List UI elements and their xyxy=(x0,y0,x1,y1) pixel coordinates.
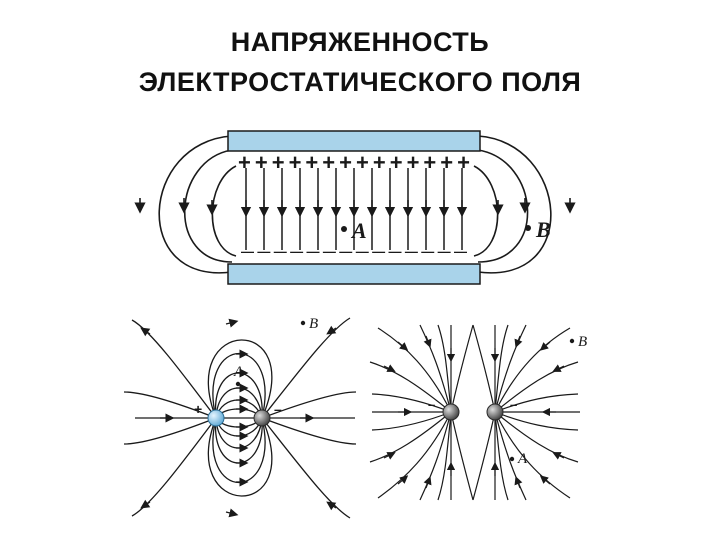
dipole-point-b-label: B xyxy=(309,316,318,332)
title-line-2: ЭЛЕКТРОСТАТИЧЕСКОГО ПОЛЯ xyxy=(138,67,582,97)
dipole-negative-charge xyxy=(253,409,271,427)
like-charges-arrows xyxy=(383,335,565,489)
dipole-positive-charge xyxy=(207,409,225,427)
title-line-1: НАПРЯЖЕННОСТЬ xyxy=(230,27,490,57)
like-charges-diagram: – – A B xyxy=(369,324,587,501)
capacitor-inner-arrows xyxy=(240,200,468,218)
negative-plate xyxy=(227,263,481,285)
dipole-plus-sign: + xyxy=(194,401,202,417)
minus-charges-row: — — — — — — — — — — — — — — xyxy=(241,244,467,259)
dipole-point-a-dot xyxy=(235,381,241,387)
left-negative-charge xyxy=(442,403,460,421)
page-title: НАПРЯЖЕННОСТЬ ЭЛЕКТРОСТАТИЧЕСКОГО ПОЛЯ xyxy=(0,22,720,102)
capacitor-point-a-dot xyxy=(341,226,347,232)
dipole-arrows xyxy=(140,318,337,518)
dipole-point-b-dot xyxy=(300,320,306,326)
like-charges-field-lines xyxy=(369,324,580,501)
like-charges-point-a-dot xyxy=(509,456,515,462)
left-minus-sign: – xyxy=(428,397,435,412)
capacitor-point-a-label: A xyxy=(350,218,367,243)
dipole-field-lines xyxy=(123,317,357,519)
like-charges-point-a-label: A xyxy=(517,451,528,467)
dipole-diagram: + – A B xyxy=(123,316,357,519)
positive-plate xyxy=(227,130,481,152)
dipole-point-a-label: A xyxy=(233,364,244,380)
capacitor-point-b-label: B xyxy=(535,217,551,242)
capacitor-outer-arrows xyxy=(134,198,576,216)
right-negative-charge xyxy=(486,403,504,421)
dipole-minus-sign: – xyxy=(274,401,282,417)
like-charges-point-b-label: B xyxy=(578,334,587,350)
like-charges-point-b-dot xyxy=(569,338,575,344)
capacitor-diagram: ++++++++++++++ — — — — — — — — — — — — —… xyxy=(134,130,576,285)
right-minus-sign: – xyxy=(510,397,517,412)
capacitor-point-b-dot xyxy=(525,225,531,231)
